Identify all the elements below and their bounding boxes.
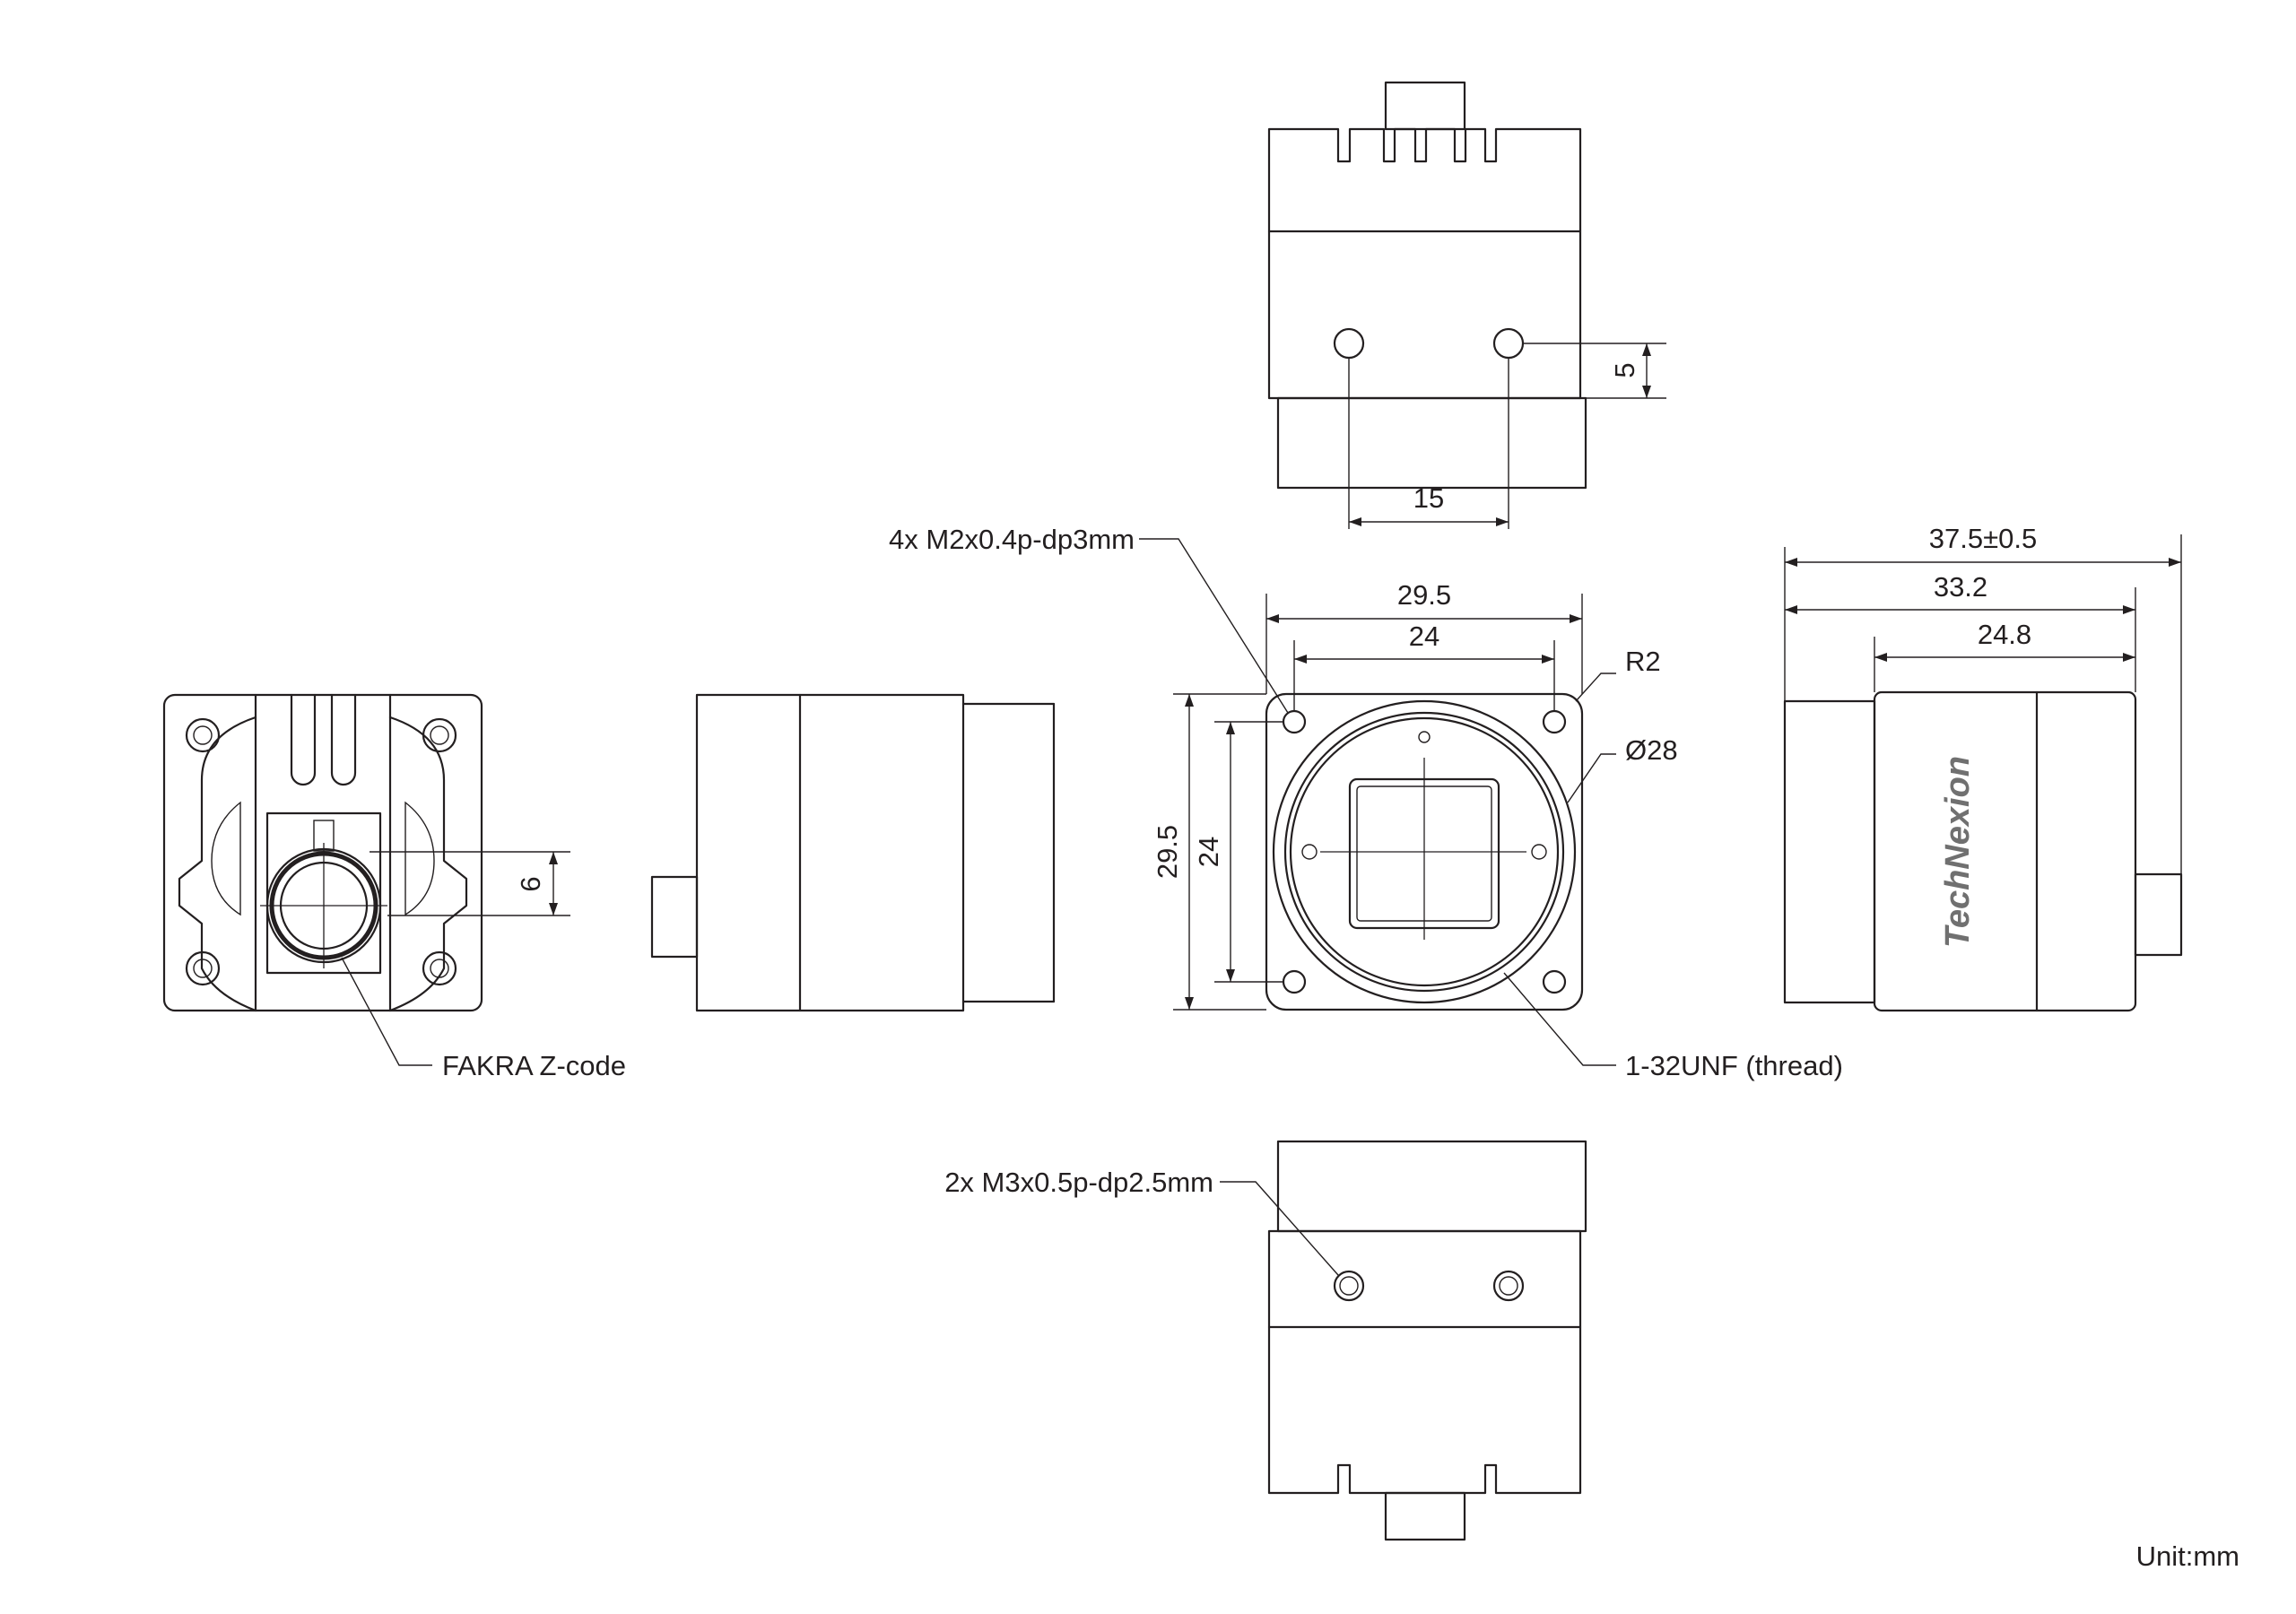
label-bottom-holes: 2x M3x0.5p-dp2.5mm bbox=[944, 1167, 1213, 1198]
screw-bottom-left bbox=[185, 950, 221, 986]
side-view-left bbox=[650, 693, 1056, 1012]
rear-view: 6 FAKRA Z-code bbox=[162, 693, 626, 1081]
front-hole-tr bbox=[1542, 709, 1567, 734]
front-hole-tl bbox=[1282, 709, 1307, 734]
front-hole-bl bbox=[1282, 969, 1307, 994]
dim-side-total: 37.5±0.5 bbox=[1929, 523, 2037, 554]
dim-top-hole-spacing: 15 bbox=[1413, 482, 1444, 514]
front-hole-br bbox=[1542, 969, 1567, 994]
screw-top-left bbox=[185, 717, 221, 753]
dim-front-width-outer: 29.5 bbox=[1397, 579, 1451, 611]
brand-logo: TechNexion bbox=[1939, 756, 1977, 948]
dim-top-hole-offset: 5 bbox=[1609, 362, 1640, 377]
dim-front-height-outer: 29.5 bbox=[1152, 825, 1183, 879]
dim-connector-offset: 6 bbox=[515, 876, 546, 891]
label-top-holes: 4x M2x0.4p-dp3mm bbox=[889, 524, 1135, 555]
top-hole-right bbox=[1492, 327, 1525, 360]
screw-bottom-right bbox=[422, 950, 457, 986]
dim-side-housing: 24.8 bbox=[1978, 619, 2031, 650]
bottom-hole-right bbox=[1492, 1270, 1525, 1302]
dim-front-width-inner: 24 bbox=[1409, 620, 1439, 652]
bottom-hole-left bbox=[1333, 1270, 1365, 1302]
label-corner-radius: R2 bbox=[1625, 646, 1661, 677]
top-hole-left bbox=[1333, 327, 1365, 360]
bottom-view: 2x M3x0.5p-dp2.5mm bbox=[944, 1140, 1587, 1541]
side-view-right: TechNexion 37.5±0.5 33.2 24.8 bbox=[1783, 523, 2183, 1012]
top-view: 15 5 bbox=[1267, 81, 1666, 529]
dim-side-body: 33.2 bbox=[1934, 571, 1987, 603]
label-thread: 1-32UNF (thread) bbox=[1625, 1050, 1843, 1081]
label-fakra: FAKRA Z-code bbox=[442, 1050, 626, 1081]
screw-top-right bbox=[422, 717, 457, 753]
label-diameter: Ø28 bbox=[1625, 734, 1678, 766]
unit-label: Unit:mm bbox=[2136, 1540, 2239, 1572]
front-view: 29.5 24 29.5 24 4x M2x0.4p-dp3mm R2 Ø28 … bbox=[889, 524, 1843, 1081]
lens-mount bbox=[1272, 699, 1577, 1004]
dim-front-height-inner: 24 bbox=[1193, 837, 1224, 867]
